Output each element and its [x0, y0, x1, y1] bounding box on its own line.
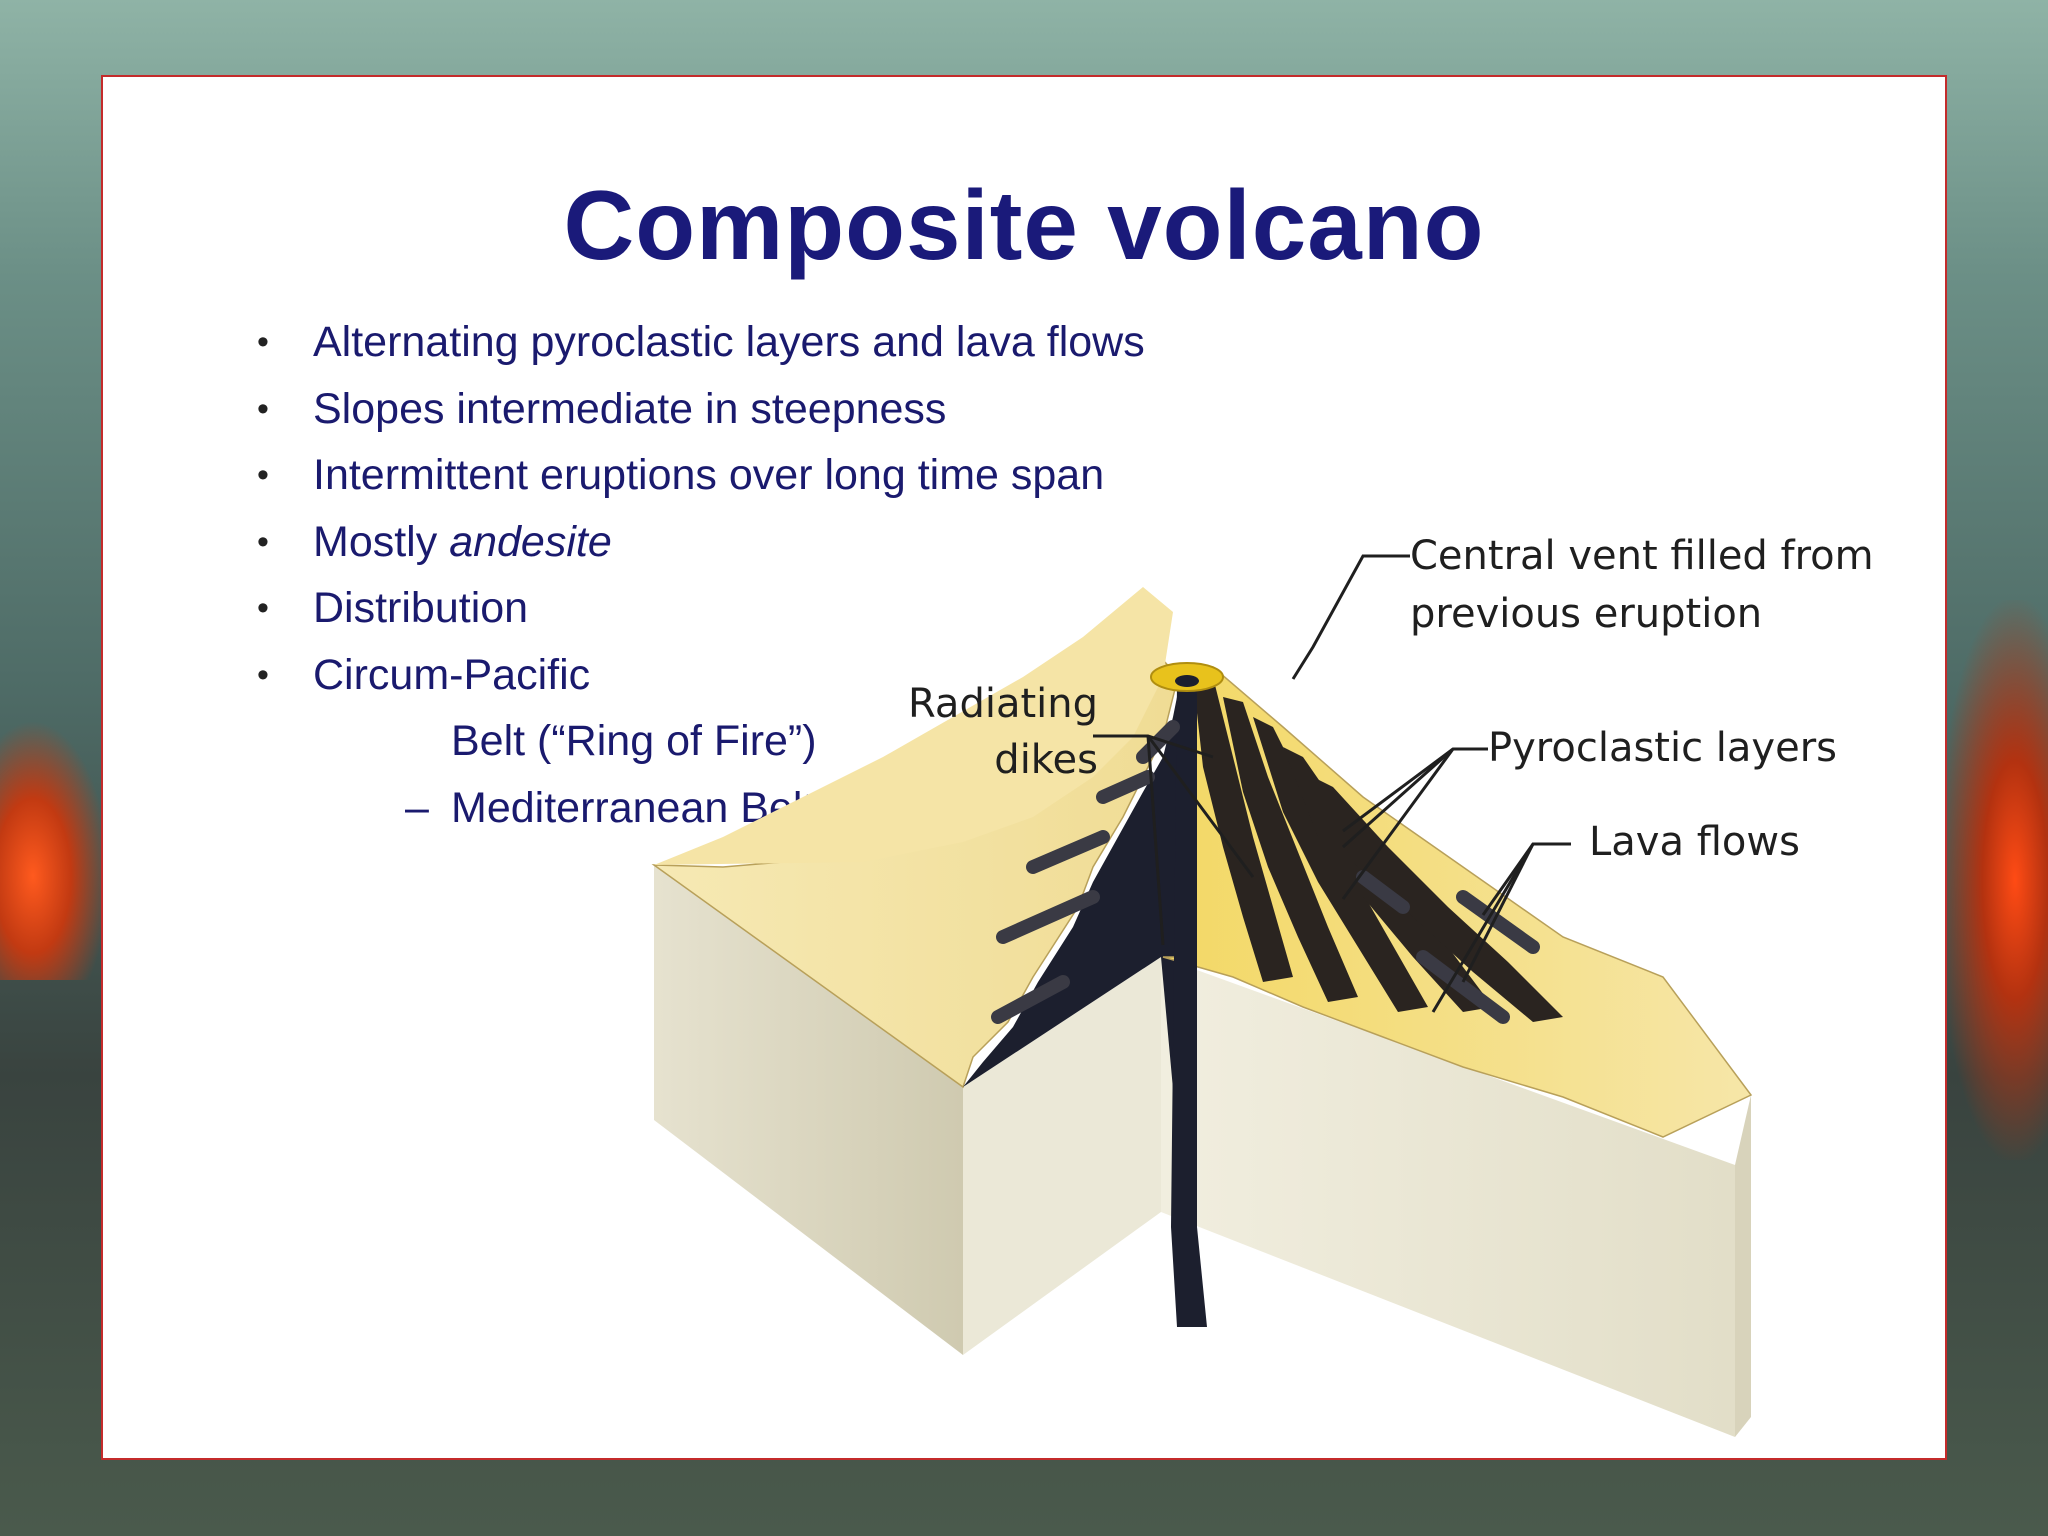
left-slope-upper [654, 587, 1173, 865]
bullet-item: • Alternating pyroclastic layers and lava… [257, 309, 1145, 376]
bullet-item: • Slopes intermediate in steepness [257, 376, 1145, 443]
bullet-item: • Circum-Pacific [257, 642, 1145, 709]
crater-opening [1175, 675, 1199, 687]
strata-layers [1193, 677, 1563, 1022]
label-central-vent-line1: Central vent filled from [1410, 533, 1874, 579]
bullet-text: Belt (“Ring of Fire”) [451, 717, 817, 765]
bullet-text: Slopes intermediate in steepness [313, 384, 947, 433]
bullet-dot-icon: • [257, 389, 269, 428]
bullet-dot-icon: • [257, 589, 269, 627]
central-vent [1171, 685, 1207, 1327]
bullet-item: • Distribution [257, 575, 1145, 642]
bullet-item: • Intermittent eruptions over long time s… [257, 442, 1145, 509]
bullet-dot-icon: • [257, 323, 269, 361]
block-left-face [654, 865, 963, 1355]
bullet-text: Circum-Pacific [313, 650, 591, 699]
lava-glow-left [0, 720, 110, 980]
bullet-text: Alternating pyroclastic layers and lava … [313, 318, 1145, 366]
bullet-text: Distribution [313, 584, 529, 632]
lava-glow-right [1938, 600, 2048, 1160]
bullet-dot-icon: • [257, 655, 269, 694]
label-lava-flows: Lava flows [1589, 819, 1800, 865]
label-central-vent-line2: previous eruption [1410, 591, 1762, 637]
block-front-face [963, 957, 1161, 1355]
bullet-text: Intermittent eruptions over long time sp… [313, 451, 1105, 499]
slide-title: Composite volcano [563, 170, 1485, 280]
bullet-list: • Alternating pyroclastic layers and lava… [257, 309, 1145, 841]
block-right-face [1161, 957, 1735, 1437]
dash-icon: – [405, 783, 429, 832]
volcano-diagram: Central vent filled from previous erupti… [651, 533, 1874, 1437]
bullet-dot-icon: • [257, 522, 269, 561]
slide-panel: Composite volcano • Alternating pyroclast… [101, 75, 1947, 1460]
leader-lines [1093, 554, 1571, 1013]
label-radiating-line2: dikes [994, 737, 1098, 783]
label-radiating-line1: Radiating [908, 681, 1098, 727]
bullet-text: Mostly [313, 517, 450, 566]
bullet-item: • Mostly andesite [257, 509, 1145, 576]
block-far-right-face [1735, 1095, 1751, 1437]
label-pyroclastic: Pyroclastic layers [1488, 725, 1837, 771]
sub-bullet-item: Belt (“Ring of Fire”) [313, 708, 1145, 775]
cutaway-interior [963, 677, 1181, 1177]
bullet-emphasis: andesite [449, 517, 612, 566]
dike-marks [991, 720, 1540, 1024]
bullet-dot-icon: • [257, 456, 269, 494]
